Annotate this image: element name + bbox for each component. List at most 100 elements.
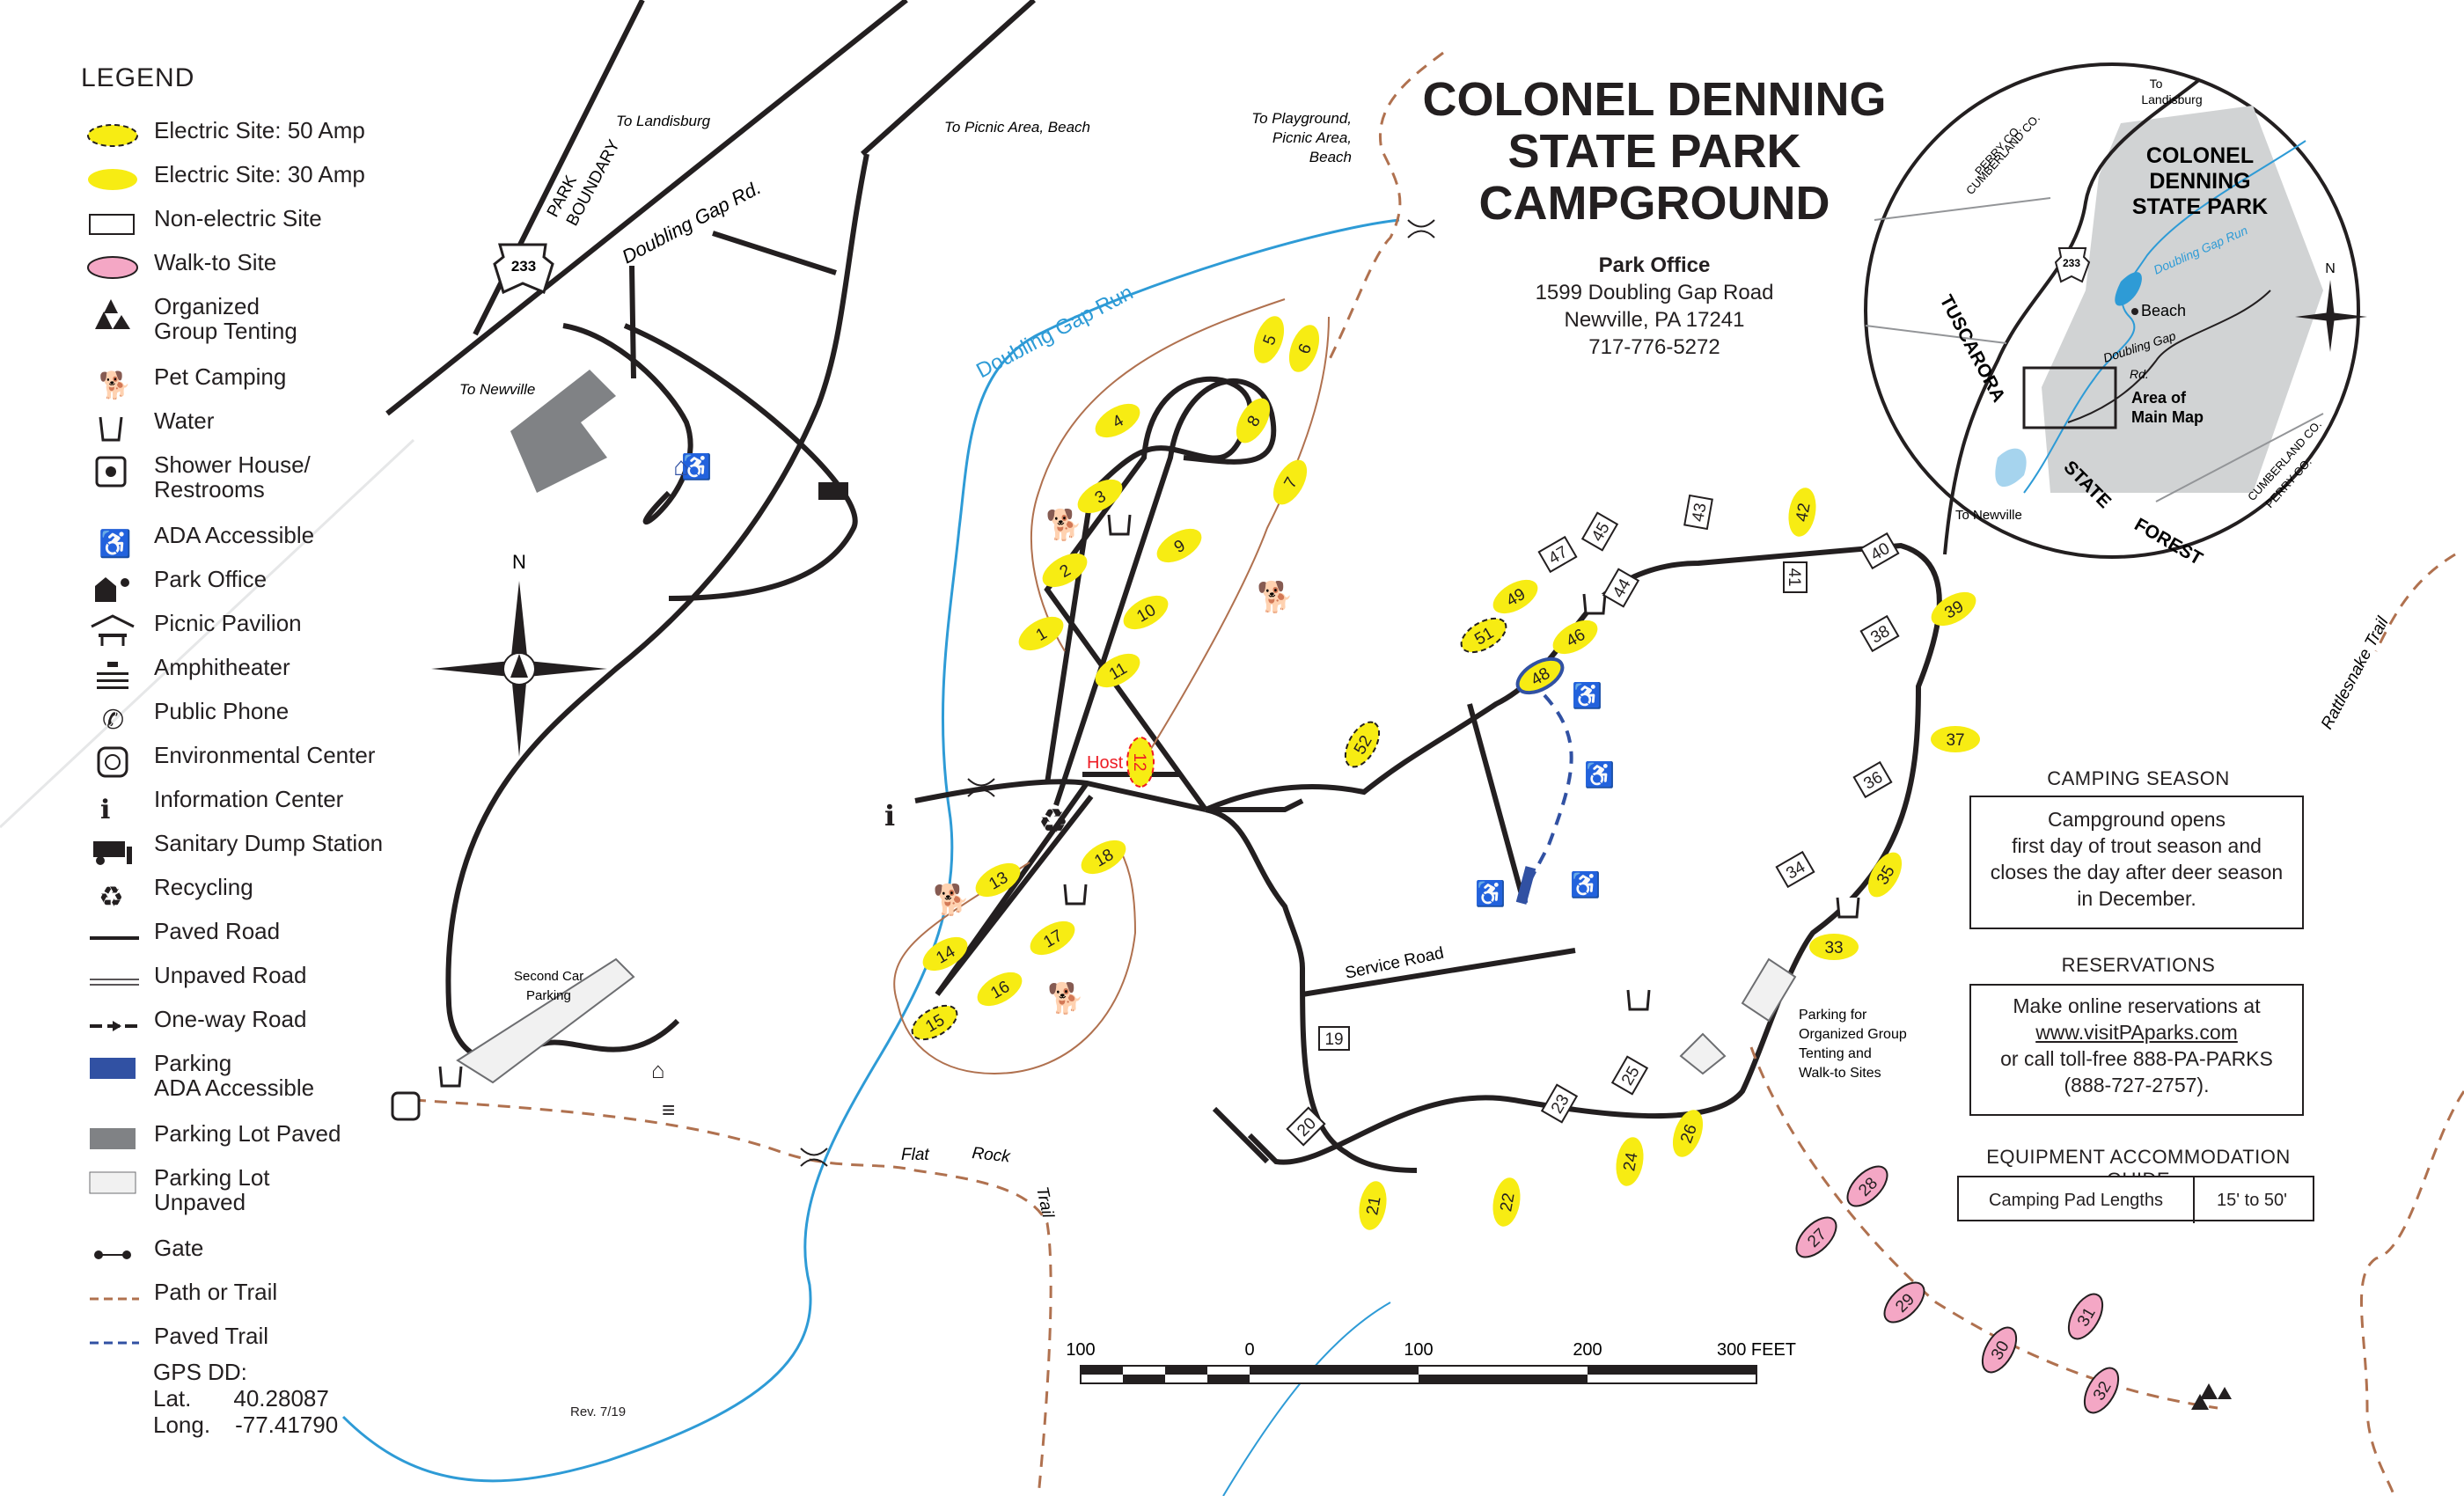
legend-item: 🐕Pet Camping [77,364,429,408]
reservations-line-1: Make online reservations at [2013,994,2261,1017]
legend-item-label: Walk-to Site [154,249,277,275]
to-newville-label: To Newville [459,381,535,398]
ada-accessible-icon: ♿ [1475,879,1506,908]
scale-label-0: 0 [1244,1340,1254,1360]
inset-title-1: COLONEL [2146,143,2254,168]
inset-area-label-2: Main Map [2131,408,2204,426]
campsite-28: 28 [1846,1165,1888,1207]
camping-season-box: Campground opens first day of trout seas… [1969,796,2304,929]
reservations-line-3: (888-727-2757). [2064,1074,2210,1096]
legend-item-label: Sanitary Dump Station [154,830,384,856]
paved-trail-icon [86,1325,139,1360]
legend-item-label: Organized Group Tenting [154,293,297,344]
campsite-30: 30 [1981,1326,2018,1374]
campsite-40: 40 [1859,532,1900,570]
pet-camping-icon: 🐕 [933,883,970,917]
office-address-1: 1599 Doubling Gap Road [1535,281,1774,304]
inset-to-landisburg-1: To [2150,77,2163,91]
campsite-number: 37 [1946,731,1964,750]
legend-item: Shower House/ Restrooms [77,452,429,502]
title-line-1: COLONEL DENNING [1422,73,1887,126]
water-icons [438,514,1860,1088]
campsite-13: 13 [975,862,1021,898]
campsite-27: 27 [1795,1216,1837,1258]
legend-item: ♿ADA Accessible [77,523,429,567]
camping-season-line-4: in December. [2077,887,2196,910]
legend-item-label: Amphitheater [154,654,290,680]
group-tenting-icon [86,296,139,331]
reservations-line-2: or call toll-free 888-PA-PARKS [2000,1047,2273,1070]
legend-item-label: One-way Road [154,1006,307,1032]
paved-trail [1523,693,1573,907]
to-playground-label-3: Beach [1309,149,1352,165]
revision-label: Rev. 7/19 [570,1404,627,1419]
svg-text:ℹ: ℹ [100,796,110,824]
campsite-10: 10 [1123,595,1169,630]
legend-item-label: Shower House/ Restrooms [154,451,311,502]
campsite-20: 20 [1286,1106,1326,1147]
flat-rock-label-2: Rock [971,1144,1012,1167]
legend-item-label: Environmental Center [154,742,376,768]
legend-item-label: Non-electric Site [154,205,322,231]
map-edge-line [0,438,415,829]
rattlesnake-trail-label: Rattlesnake Trail [2318,613,2393,732]
pet-camping-icon: 🐕 [1257,580,1294,614]
campsite-36: 36 [1852,760,1893,799]
campsite-11: 11 [1095,653,1140,688]
doubling-gap-run-stream [341,218,1400,1483]
inset-title-3: STATE PARK [2132,194,2268,219]
gps-lat-label: Lat. [153,1385,192,1412]
recycling-icon: ♻ [86,876,139,913]
campsite-number: 12 [1130,752,1148,771]
gps-heading: GPS DD: [153,1359,247,1385]
one-way-road-icon [86,1008,139,1044]
campsite-17: 17 [1030,920,1075,956]
road-gates [800,219,1435,1167]
park-office-icon: ⌂ [673,452,689,481]
pet-camping-icon: 🐕 [1045,508,1082,542]
electric-50-amp-icon [86,120,139,155]
to-playground-label-2: Picnic Area, [1272,129,1352,146]
campsite-18: 18 [1081,840,1126,875]
scale-bar: 100 0 100 200 300 FEET [1066,1340,1796,1384]
route-233-shield: 233 [493,243,554,295]
legend-item: Park Office [77,567,429,611]
campsite-38: 38 [1859,614,1900,653]
campsite-23: 23 [1540,1083,1579,1124]
campsite-47: 47 [1537,535,1578,574]
dump-station-icon [818,482,848,500]
campsite-29: 29 [1883,1281,1925,1324]
recycling-icon: ♻ [1038,803,1068,840]
ada-accessible-icon: ♿ [86,524,139,560]
campsite-number: 21 [1363,1195,1384,1216]
legend-item: ✆Public Phone [77,699,429,743]
campsite-51: 51 [1460,617,1507,654]
office-phone: 717-776-5272 [1588,335,1720,359]
doubling-gap-rd-label: Doubling Gap Rd. [619,176,765,268]
campsite-33: 33 [1809,934,1859,960]
trail-icon [86,1281,139,1316]
svg-text:✆: ✆ [102,706,124,735]
amphitheater-icon [86,656,139,692]
gate-icon [86,1237,139,1272]
campsite-7: 7 [1272,459,1308,505]
water-icon [86,410,139,445]
title-line-3: CAMPGROUND [1478,177,1830,230]
legend-item-label: Pet Camping [154,363,287,390]
reservations-heading: RESERVATIONS [2061,954,2216,976]
campsite-number: 43 [1689,502,1710,523]
north-label: N [512,551,526,573]
compass-rose-icon: N [431,551,607,757]
doubling-gap-rd [385,0,908,416]
campsite-9: 9 [1156,528,1202,563]
reservations-url-link[interactable]: www.visitPAparks.com [2035,1021,2238,1044]
campsite-48: 48 [1515,656,1565,695]
ada-markers: ♿ ♿ ♿ ♿ ♿ [681,452,1615,908]
legend-item-label: Picnic Pavilion [154,610,302,636]
scale-label-100a: 100 [1066,1340,1095,1360]
pet-camping-markers: 🐕 🐕 🐕 🐕 [933,508,1294,1016]
legend-item-label: Park Office [154,566,268,592]
second-car-label-2: Parking [526,988,571,1003]
legend-item-label: Gate [154,1235,204,1261]
